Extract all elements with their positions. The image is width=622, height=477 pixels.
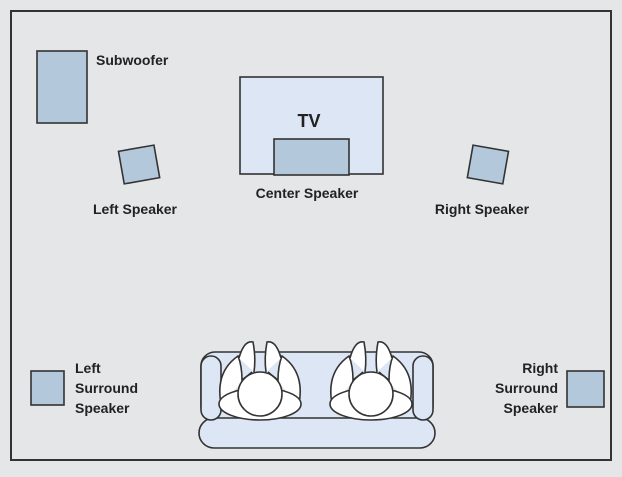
right-speaker-label: Right Speaker [435,201,530,217]
left-surround-label-line3: Speaker [75,400,130,416]
subwoofer-box [36,50,88,124]
left-surround-speaker-box [30,370,65,406]
left-surround-label-line2: Surround [75,380,138,396]
center-speaker-box [273,138,350,176]
couch-front-cushion [198,417,436,449]
tv-label: TV [297,111,320,131]
person-right-right-hand [375,341,393,373]
person-left-head [237,371,283,417]
person-left [218,341,302,421]
person-right [329,341,413,421]
center-speaker-label: Center Speaker [256,185,359,201]
person-right-head [348,371,394,417]
right-surround-label-line1: Right [522,360,558,376]
left-speaker-label: Left Speaker [93,201,178,217]
person-left-right-hand [264,341,282,373]
right-speaker-box [466,144,510,185]
person-right-left-hand [349,341,367,373]
left-speaker-box [117,144,161,185]
right-surround-speaker-box [566,370,605,408]
left-surround-label-line1: Left [75,360,101,376]
subwoofer-label: Subwoofer [96,52,169,68]
couch-left-arm [200,355,222,421]
person-left-left-hand [238,341,256,373]
right-surround-label-line2: Surround [495,380,558,396]
right-surround-label-line3: Speaker [504,400,559,416]
couch-right-arm [412,355,434,421]
